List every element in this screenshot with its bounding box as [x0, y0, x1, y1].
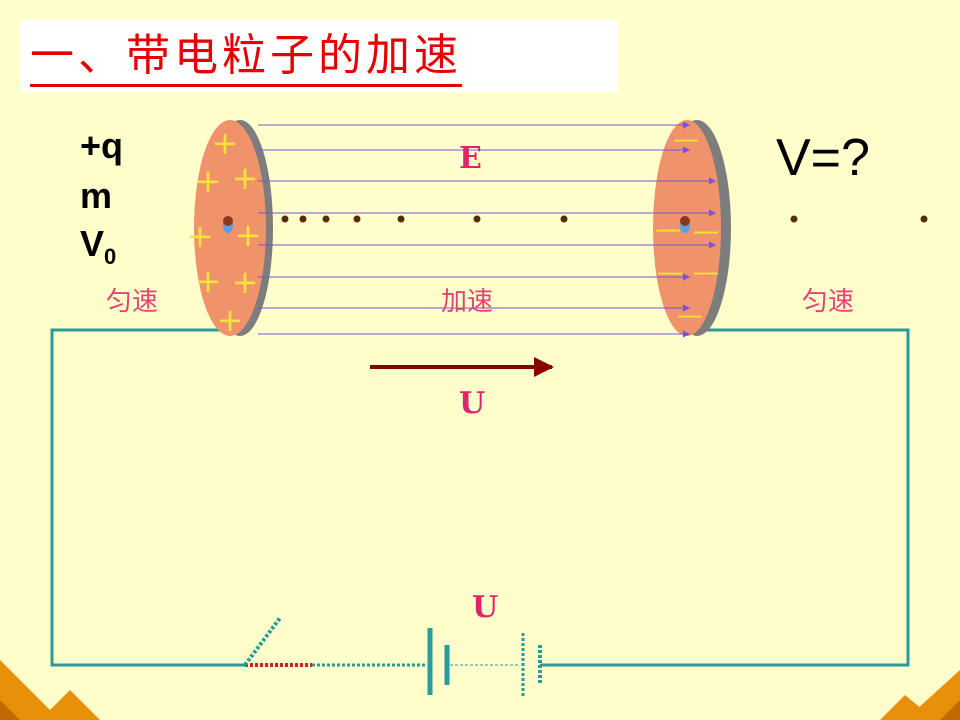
title-box	[20, 20, 618, 92]
particle-dot	[397, 215, 405, 223]
minus-sign: —	[677, 301, 703, 331]
initial-velocity-label: V0	[80, 224, 116, 277]
circuit-wire	[50, 328, 910, 667]
minus-sign: —	[693, 258, 719, 288]
particle-dot	[281, 215, 289, 223]
region-label-middle: 加速	[441, 287, 494, 317]
minus-sign: —	[657, 258, 683, 288]
plus-sign: +	[195, 262, 222, 300]
switch	[243, 616, 425, 667]
minus-sign: —	[655, 215, 681, 245]
particle-dot	[322, 215, 330, 223]
particle-dot	[790, 215, 798, 223]
velocity-subscript: 0	[104, 244, 117, 269]
mass-label: m	[80, 175, 113, 216]
minus-sign: —	[673, 125, 699, 155]
region-label-left: 匀速	[106, 287, 159, 317]
particle-dot	[299, 215, 307, 223]
corner-decoration-right	[880, 670, 960, 720]
minus-sign: —	[693, 217, 719, 247]
positive-charge-signs: ++++++++	[187, 124, 262, 339]
plus-sign: +	[212, 124, 239, 162]
plus-sign: +	[232, 263, 259, 301]
battery-voltage-label: U	[472, 590, 499, 625]
plus-sign: +	[235, 216, 262, 254]
plus-sign: +	[195, 162, 222, 200]
corner-decoration-left	[0, 660, 100, 720]
plus-sign: +	[217, 301, 244, 339]
plus-sign: +	[187, 217, 214, 255]
charge-label: +q	[80, 125, 124, 166]
battery	[427, 628, 542, 697]
page-title: 一、带电粒子的加速	[30, 28, 462, 87]
plate-hole-right	[680, 216, 690, 233]
field-label: E	[459, 141, 482, 176]
particle-dot	[560, 215, 568, 223]
particle-dot	[473, 215, 481, 223]
region-label-right: 匀速	[802, 287, 855, 317]
plus-sign: +	[232, 159, 259, 197]
negative-charge-signs: — — — — — —	[655, 125, 719, 331]
voltage-label: U	[459, 386, 486, 421]
plate-hole-left	[223, 216, 233, 233]
particle-dot	[920, 215, 928, 223]
velocity-symbol: V	[80, 223, 105, 264]
particle-dot	[353, 215, 361, 223]
field-lines	[258, 121, 716, 338]
final-velocity-question: V=?	[776, 129, 870, 187]
particle-trajectory	[281, 215, 928, 223]
